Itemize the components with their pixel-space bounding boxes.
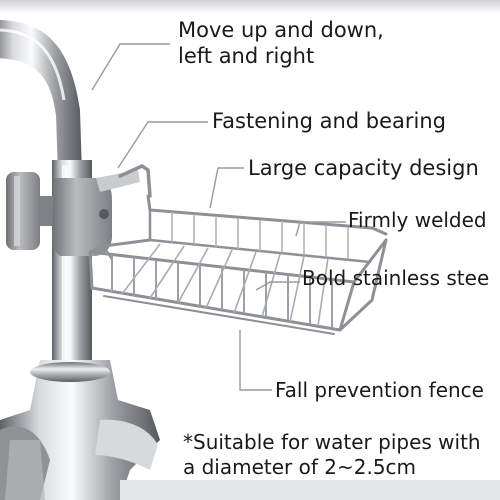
pipe-size-note: *Suitable for water pipes with a diamete… xyxy=(183,430,481,480)
pipe-size-note-line2: a diameter of 2~2.5cm xyxy=(183,455,417,479)
callout-capacity: Large capacity design xyxy=(248,156,479,180)
clamp-knob xyxy=(6,172,40,250)
callout-fastening: Fastening and bearing xyxy=(212,109,446,133)
background-band xyxy=(0,0,500,14)
callout-fence: Fall prevention fence xyxy=(275,378,484,402)
pipe-size-note-line1: *Suitable for water pipes with xyxy=(183,430,481,454)
leader-lines xyxy=(91,43,346,391)
callout-move-adjust: Move up and down, left and right xyxy=(178,17,384,70)
callout-move-line1: Move up and down, xyxy=(178,18,384,42)
rack-illustration xyxy=(88,164,388,335)
clamp-body xyxy=(52,178,112,256)
callout-welded: Firmly welded xyxy=(348,208,487,232)
callout-stainless: Bold stainless stee xyxy=(302,266,490,290)
faucet-neck xyxy=(0,19,82,175)
callout-move-line2: left and right xyxy=(178,44,315,69)
